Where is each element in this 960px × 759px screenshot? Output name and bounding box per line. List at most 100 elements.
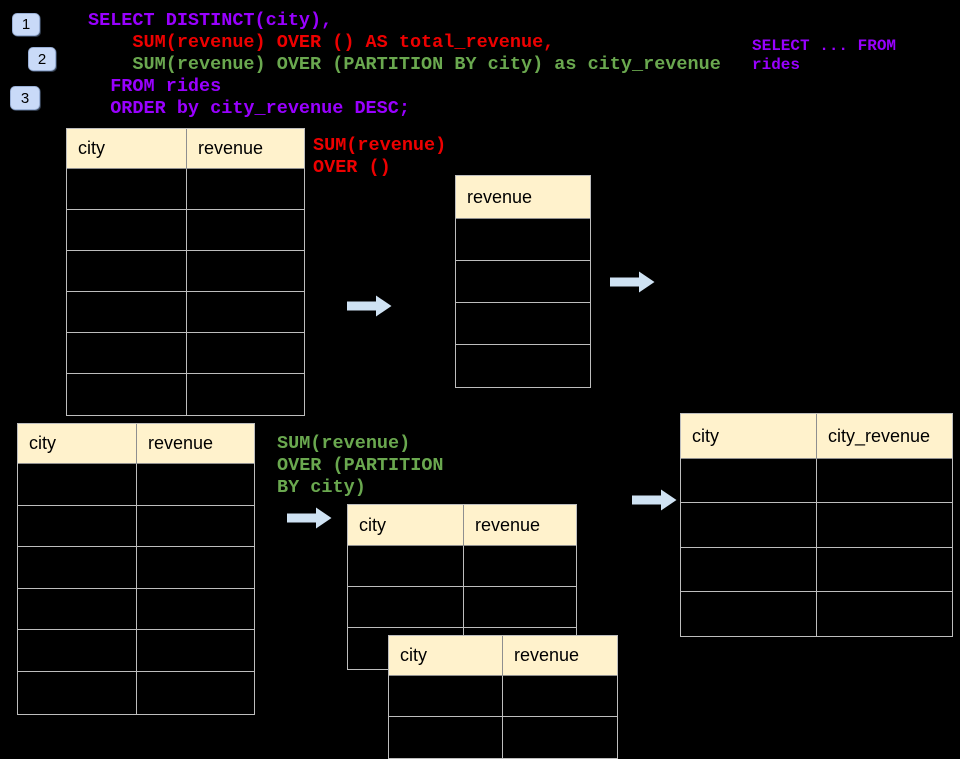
table-row xyxy=(18,464,254,506)
code-line: SUM(revenue) xyxy=(313,135,447,156)
table-cell xyxy=(67,251,187,291)
table-cell xyxy=(456,345,590,387)
table-cell xyxy=(18,505,137,547)
code-line: ORDER by city_revenue DESC; xyxy=(88,98,410,119)
table-cell xyxy=(137,505,254,547)
table-cell xyxy=(67,292,187,332)
table-cell xyxy=(681,503,817,547)
table-cell xyxy=(389,676,503,716)
step-badge-3: 3 xyxy=(10,86,40,110)
table-cell xyxy=(348,546,464,586)
step-badge-2: 2 xyxy=(28,47,56,71)
table-row xyxy=(67,251,304,292)
table-cell xyxy=(187,251,304,291)
table-row xyxy=(348,546,576,587)
code-line: FROM rides xyxy=(88,76,222,97)
table-cell xyxy=(67,210,187,250)
table-cell xyxy=(18,464,137,505)
table-cell xyxy=(18,630,137,671)
table-cell xyxy=(456,219,590,260)
table-cell xyxy=(681,459,817,503)
step-badge-1: 1 xyxy=(12,13,40,36)
column-header: revenue xyxy=(187,129,304,168)
table-row xyxy=(389,676,617,717)
table-row xyxy=(456,261,590,303)
table-cell xyxy=(137,671,254,714)
table-row xyxy=(681,547,952,592)
column-header: revenue xyxy=(137,424,254,463)
table-cell xyxy=(137,464,254,505)
sql-code-block: SELECT DISTINCT(city), SUM(revenue) OVER… xyxy=(88,10,721,120)
table-cell xyxy=(456,303,590,344)
table-cell xyxy=(456,261,590,302)
table-cell xyxy=(464,587,576,627)
table-cell xyxy=(187,169,304,209)
table-row xyxy=(67,292,304,333)
table-cell xyxy=(187,210,304,250)
table-cell xyxy=(137,630,254,671)
slide-canvas: { "palette": { "background": "#000000", … xyxy=(10,10,953,759)
table-cell xyxy=(503,676,617,716)
arrow-right-icon xyxy=(632,489,677,511)
table-row xyxy=(681,591,952,637)
code-line: SUM(revenue) OVER (PARTITION BY city) as… xyxy=(88,54,721,75)
code-line: rides xyxy=(752,56,801,74)
table-row xyxy=(18,588,254,631)
table-row xyxy=(18,547,254,589)
table-row xyxy=(348,587,576,628)
column-header: city xyxy=(67,129,187,168)
column-header: revenue xyxy=(456,176,590,218)
table-row xyxy=(18,671,254,714)
code-line: SELECT ... FROM xyxy=(752,37,897,55)
code-line: SUM(revenue) xyxy=(277,433,411,454)
column-header: revenue xyxy=(464,505,576,545)
table-cell xyxy=(681,547,817,591)
table-cell xyxy=(67,374,187,415)
column-header: city xyxy=(681,414,817,458)
column-header: revenue xyxy=(503,636,617,675)
table-cell xyxy=(187,374,304,415)
table-cell xyxy=(137,588,254,630)
table-cell xyxy=(18,671,137,714)
table-row xyxy=(67,169,304,210)
table-cell xyxy=(137,547,254,588)
column-header: city xyxy=(348,505,464,545)
table-cell xyxy=(67,333,187,373)
table-row xyxy=(389,717,617,758)
table-row xyxy=(456,345,590,387)
column-header: city xyxy=(18,424,137,463)
table-row xyxy=(67,210,304,251)
arrow-right-icon xyxy=(610,271,655,293)
table-row xyxy=(67,333,304,374)
table-header-row: revenue xyxy=(456,176,590,219)
table-cell xyxy=(817,547,952,591)
code-line: OVER () xyxy=(313,157,391,178)
arrow-right-icon xyxy=(347,295,392,317)
table-row xyxy=(18,505,254,548)
table-cell xyxy=(503,717,617,758)
table-row xyxy=(18,630,254,672)
table-row xyxy=(681,503,952,548)
column-header: city_revenue xyxy=(817,414,952,458)
table-cell xyxy=(18,547,137,588)
table-cell xyxy=(187,333,304,373)
table-cell xyxy=(18,588,137,630)
arrow-right-icon xyxy=(287,507,332,529)
table-total-revenue: revenue xyxy=(455,175,591,388)
table-cell xyxy=(67,169,187,209)
table-cell xyxy=(389,717,503,758)
table-row xyxy=(681,459,952,504)
table-cell xyxy=(348,587,464,627)
table-cell xyxy=(681,591,817,637)
table-cell xyxy=(817,591,952,637)
code-line: SUM(revenue) OVER () AS total_revenue, xyxy=(88,32,555,53)
